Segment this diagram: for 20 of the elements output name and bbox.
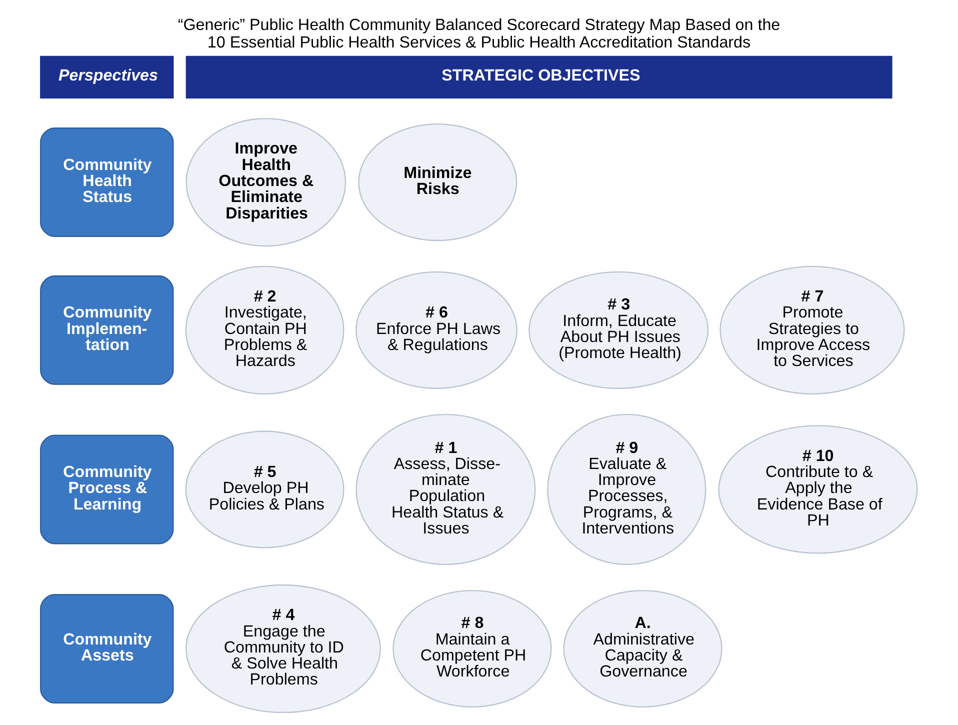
node-ellipse: # 5 Develop PH Policies & Plans (185, 430, 344, 548)
node-box: STRATEGIC OBJECTIVES (186, 56, 892, 99)
node-ellipse: # 6 Enforce PH Laws & Regulations (356, 271, 518, 389)
node-box: Community Health Status (40, 128, 174, 238)
node-box: Community Process & Learning (40, 434, 174, 544)
node-ellipse: # 7 Promote Strategies to Improve Access to Services (720, 266, 905, 394)
node-ellipse: # 1 Assess, Disse-minate Population Health Status & Issues (356, 414, 536, 566)
node-box: Community Assets (40, 594, 174, 704)
node-ellipse: Improve Health Outcomes & Eliminate Disparities (186, 118, 346, 247)
node-box: Community Implemen-tation (40, 275, 174, 385)
node-ellipse: # 8 Maintain a Competent PH Workforce (392, 590, 552, 708)
node-ellipse: # 4 Engage the Community to ID & Solve Health Problems (186, 584, 381, 714)
node-ellipse: A. Administrative Capacity & Governance (563, 590, 722, 708)
node-circle: # 9 Evaluate & Improve Processes, Programs, & Interventions (547, 414, 706, 566)
node-box: Perspectives (40, 56, 174, 99)
node-ellipse: # 3 Inform, Educate About PH Issues (Promote Health) (528, 271, 709, 389)
node-ellipse: # 2 Investigate, Contain PH Problems & Hazards (185, 266, 344, 394)
node-ellipse: # 10 Contribute to & Apply the Evidence Base of PH (718, 425, 918, 554)
diagram-title: “Generic” Public Health Community Balanced Scorecard Strategy Map Based on the 10 Essential Public Health Services & Public Health Accreditation Standards (178, 16, 780, 52)
node-ellipse: Minimize Risks (358, 124, 518, 242)
